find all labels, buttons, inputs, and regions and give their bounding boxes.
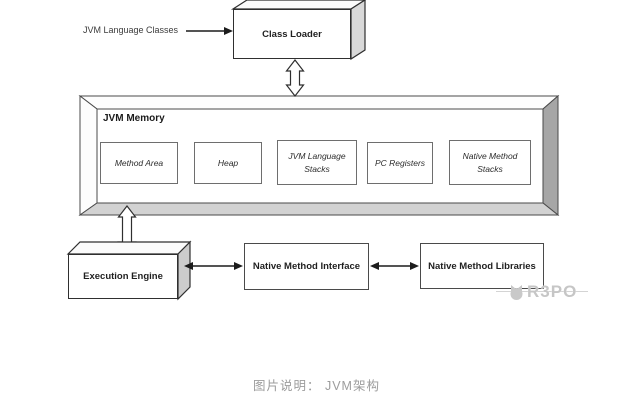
execution-engine-box: Execution Engine [68, 254, 178, 299]
class-loader-right-face [350, 0, 366, 61]
native-method-interface-box: Native Method Interface [244, 243, 369, 290]
memory-box-method-area: Method Area [100, 142, 178, 184]
jvm-memory-frame-top-bevel [78, 95, 560, 110]
classes-to-loader-arrowhead-icon [224, 27, 233, 35]
watermark-text: R3PO [527, 282, 578, 301]
interface-libraries-left-arrowhead-icon [370, 262, 379, 270]
r3po-cat-logo-icon [510, 284, 523, 300]
native-method-libraries-box: Native Method Libraries [420, 243, 544, 289]
method-area-label: Method Area [114, 157, 164, 168]
class-loader-box: Class Loader [233, 9, 351, 59]
native-method-stacks-label: Native Method Stacks [462, 150, 518, 174]
pc-registers-label: PC Registers [374, 157, 426, 168]
jvm-memory-frame-left-bevel [79, 94, 98, 216]
interface-libraries-right-arrowhead-icon [410, 262, 419, 270]
heap-label: Heap [217, 157, 239, 168]
execution-engine-top-face [66, 241, 192, 255]
memory-box-heap: Heap [194, 142, 262, 184]
jvm-memory-frame-bottom-bevel [78, 202, 560, 216]
watermark-line [496, 291, 588, 292]
execution-engine-right-face [177, 240, 191, 301]
loader-memory-double-arrow-icon [285, 59, 305, 97]
memory-box-jvm-language-stacks: JVM Language Stacks [277, 140, 357, 185]
memory-box-pc-registers: PC Registers [367, 142, 433, 184]
class-loader-label: Class Loader [262, 28, 322, 40]
memory-box-native-method-stacks: Native Method Stacks [449, 140, 531, 185]
watermark: R3PO [508, 280, 608, 304]
execution-engine-label: Execution Engine [83, 271, 163, 282]
class-loader-top-face [230, 0, 367, 10]
jvm-language-classes-label: JVM Language Classes [83, 25, 179, 35]
engine-interface-right-arrowhead-icon [234, 262, 243, 270]
native-method-interface-label: Native Method Interface [252, 261, 361, 272]
native-method-libraries-label: Native Method Libraries [428, 260, 536, 272]
jvm-memory-frame-right-bevel [542, 94, 559, 217]
engine-interface-left-arrowhead-icon [184, 262, 193, 270]
jvm-memory-label: JVM Memory [103, 113, 165, 124]
image-caption: 图片说明： JVM架构 [253, 379, 380, 393]
jvm-language-stacks-label: JVM Language Stacks [288, 150, 346, 174]
